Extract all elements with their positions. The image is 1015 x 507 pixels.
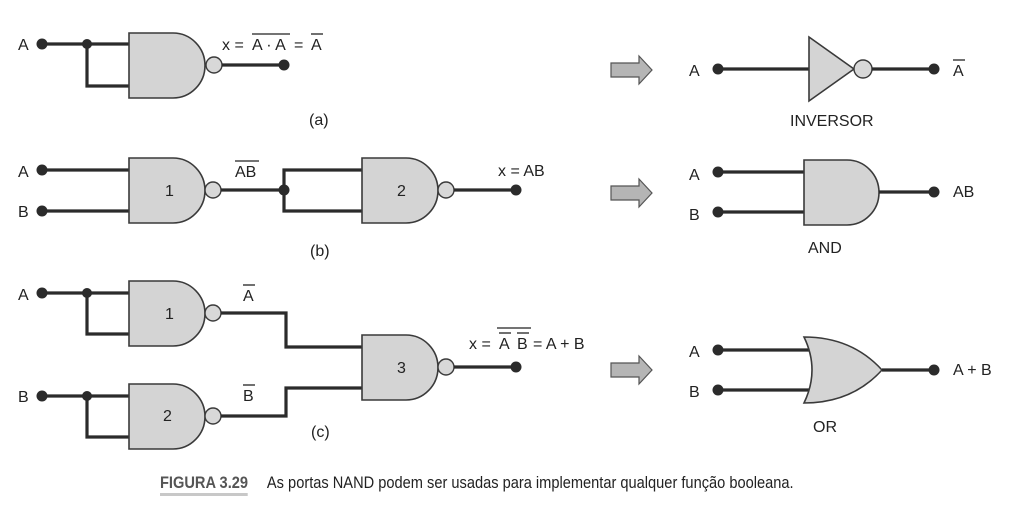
expr-x: x = bbox=[222, 37, 244, 54]
expr: x = AB bbox=[498, 163, 545, 180]
figure-caption: FIGURA 3.29 As portas NAND podem ser usad… bbox=[160, 473, 794, 496]
part-c-circuit: A 1 A B 2 B 3 x = A B = A + B (c) bbox=[18, 280, 585, 450]
gate-number: 2 bbox=[397, 183, 406, 200]
figure-label: FIGURA 3.29 bbox=[160, 473, 249, 496]
input-a-label: A bbox=[18, 164, 29, 181]
part-b-label: (b) bbox=[310, 243, 330, 260]
output-label: AB bbox=[953, 184, 974, 201]
output-terminal bbox=[928, 186, 940, 198]
equivalence-arrow bbox=[610, 177, 653, 209]
output-terminal bbox=[278, 59, 290, 71]
or-gate bbox=[802, 336, 884, 404]
output-terminal bbox=[510, 361, 522, 373]
junction-dot bbox=[82, 391, 92, 401]
junction-dot bbox=[82, 39, 92, 49]
caption-text: As portas NAND podem ser usadas para imp… bbox=[266, 473, 794, 492]
part-c-label: (c) bbox=[311, 424, 330, 441]
wire bbox=[221, 311, 362, 349]
inversion-bubble bbox=[853, 59, 873, 79]
input-terminal bbox=[712, 344, 724, 356]
inversion-bubble bbox=[437, 181, 455, 199]
inversion-bubble bbox=[437, 358, 455, 376]
wire bbox=[221, 386, 362, 418]
inverter-equivalent: A A INVERSOR bbox=[689, 35, 965, 130]
nand-gate bbox=[128, 32, 206, 99]
gate-number: 2 bbox=[163, 408, 172, 425]
input-terminal bbox=[712, 166, 724, 178]
input-a-label: A bbox=[689, 167, 700, 184]
gate-number: 1 bbox=[165, 306, 174, 323]
gate-number: 3 bbox=[397, 360, 406, 377]
and-gate bbox=[803, 159, 880, 226]
inversion-bubble bbox=[204, 181, 222, 199]
output-terminal bbox=[928, 364, 940, 376]
equivalence-arrow bbox=[610, 354, 653, 386]
input-a-label: A bbox=[18, 37, 29, 54]
input-b-label: B bbox=[689, 207, 700, 224]
part-b-circuit: A B 1 AB 2 x = AB (b) bbox=[18, 157, 545, 260]
expr-b: B bbox=[517, 336, 528, 353]
expr-result: A bbox=[311, 37, 322, 54]
output-label: A bbox=[953, 63, 964, 80]
input-terminal bbox=[36, 164, 48, 176]
wire bbox=[85, 44, 129, 88]
part-a-label: (a) bbox=[309, 112, 329, 129]
or-name: OR bbox=[813, 419, 837, 436]
or-equivalent: A B A + B OR bbox=[689, 336, 992, 436]
input-b-label: B bbox=[18, 204, 29, 221]
mid-signal: AB bbox=[235, 164, 256, 181]
inversion-bubble bbox=[204, 407, 222, 425]
expr-eq: = bbox=[294, 37, 303, 54]
output-label: A + B bbox=[953, 362, 992, 379]
expr-inner: A · A bbox=[252, 37, 286, 54]
sig2: B bbox=[243, 388, 254, 405]
output-terminal bbox=[510, 184, 522, 196]
output-terminal bbox=[928, 63, 940, 75]
input-terminal bbox=[36, 38, 48, 50]
junction-dot bbox=[278, 184, 290, 196]
wire bbox=[282, 168, 362, 213]
input-b-label: B bbox=[689, 384, 700, 401]
input-a-label: A bbox=[689, 63, 700, 80]
inversion-bubble bbox=[204, 304, 222, 322]
input-terminal bbox=[712, 63, 724, 75]
part-a-circuit: A x = A · A = A (a) bbox=[18, 32, 329, 129]
input-a-label: A bbox=[18, 287, 29, 304]
gate-number: 1 bbox=[165, 183, 174, 200]
input-a-label: A bbox=[689, 344, 700, 361]
input-terminal bbox=[712, 384, 724, 396]
and-name: AND bbox=[808, 240, 842, 257]
inverter-gate bbox=[808, 35, 856, 103]
input-b-label: B bbox=[18, 389, 29, 406]
inversion-bubble bbox=[205, 56, 223, 74]
input-terminal bbox=[36, 205, 48, 217]
inverter-name: INVERSOR bbox=[790, 113, 874, 130]
wire bbox=[85, 396, 129, 439]
input-terminal bbox=[36, 287, 48, 299]
input-terminal bbox=[36, 390, 48, 402]
and-equivalent: A B AB AND bbox=[689, 159, 974, 257]
equivalence-arrow bbox=[610, 54, 653, 86]
expr-a: A bbox=[499, 336, 510, 353]
junction-dot bbox=[82, 288, 92, 298]
wire bbox=[85, 293, 129, 336]
input-terminal bbox=[712, 206, 724, 218]
sig1: A bbox=[243, 288, 254, 305]
expr-rest: = A + B bbox=[533, 336, 585, 353]
expr-x: x = bbox=[469, 336, 491, 353]
